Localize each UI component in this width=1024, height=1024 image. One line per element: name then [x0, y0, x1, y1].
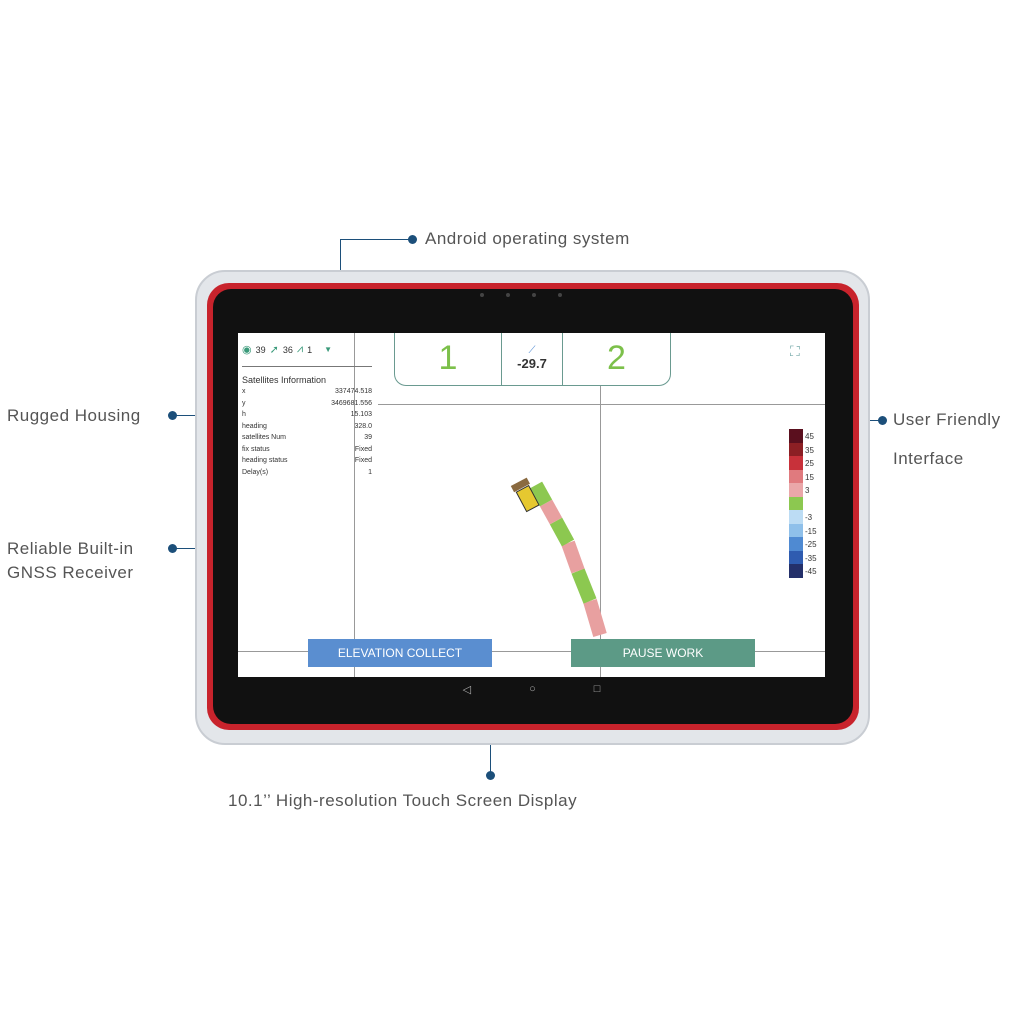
info-key: x: [242, 388, 246, 395]
legend-label: 25: [805, 459, 814, 468]
location-count: 39: [255, 344, 266, 355]
back-icon[interactable]: ◁: [462, 683, 472, 696]
legend-swatch: -3: [789, 510, 812, 524]
info-value: 39: [364, 434, 372, 441]
info-value: 337474.518: [335, 388, 372, 395]
legend-swatch: 45: [789, 429, 814, 443]
navigation-count: 36: [282, 344, 293, 355]
legend-label: -3: [805, 513, 813, 522]
info-row: satellites Num 39: [242, 432, 372, 444]
elevation-legend: 45 35 25 15 3 -3 -15 -25 -35 -45: [789, 429, 817, 578]
info-row: heading 328.0: [242, 421, 372, 433]
panel-title: Satellites Information: [242, 375, 327, 385]
callout-display: 10.1’’ High-resolution Touch Screen Disp…: [228, 791, 578, 810]
info-key: heading status: [242, 457, 288, 464]
callout-rugged: Rugged Housing: [7, 406, 141, 425]
pause-work-button[interactable]: PAUSE WORK: [571, 639, 755, 667]
info-key: y: [242, 399, 246, 407]
legend-swatch: 15: [789, 469, 814, 483]
navigation-icon: ➚: [269, 344, 279, 356]
track-map: [510, 477, 607, 637]
legend-swatch: -25: [789, 537, 817, 551]
legend-swatch: -45: [789, 564, 817, 578]
legend-label: -45: [805, 567, 817, 576]
info-key: satellites Num: [242, 434, 286, 441]
signal-count: 1: [307, 344, 313, 355]
elevation-collect-button[interactable]: ELEVATION COLLECT: [308, 639, 492, 667]
legend-label: 35: [805, 445, 814, 455]
legend-swatch: [789, 496, 803, 510]
callout-ui-1: User Friendly: [893, 410, 1001, 429]
info-row: heading status Fixed: [242, 455, 372, 467]
camera-sensors: [480, 293, 590, 299]
callout-gnss-1: Reliable Built-in: [7, 539, 134, 558]
info-key: Delay(s): [242, 468, 269, 476]
android-nav-bar: ◁ ○ □: [238, 677, 825, 701]
info-row: fix status Fixed: [242, 444, 372, 456]
fullscreen-icon[interactable]: ⛶: [790, 343, 800, 359]
info-key: h: [242, 411, 246, 418]
satellites-panel: Satellites Information x 337474.518 y 34696…: [242, 375, 372, 478]
info-value: 328.0: [354, 422, 372, 430]
legend-label: -15: [805, 526, 817, 536]
vehicle-icon: [510, 477, 540, 513]
slope-value: -29.7: [517, 356, 547, 371]
status-bar: ◉39 ➚36 ⩘1 ▼: [242, 343, 332, 356]
info-value: 15.103: [350, 411, 372, 418]
legend-swatch: 25: [789, 456, 814, 470]
legend-swatch: 35: [789, 442, 814, 456]
callout-ui-2: Interface: [893, 449, 964, 468]
legend-label: 15: [805, 472, 814, 482]
location-icon: ◉: [242, 344, 252, 356]
info-key: fix status: [242, 445, 270, 453]
info-value: Fixed: [354, 445, 372, 453]
signal-icon: ⩘: [296, 343, 304, 355]
top-indicator: 1 ⟋ -29.7 2: [394, 333, 671, 386]
info-row: y 3469681.556: [242, 398, 372, 410]
info-value: Fixed: [354, 457, 372, 464]
info-row: x 337474.518: [242, 386, 372, 398]
legend-label: 3: [805, 486, 810, 495]
info-row: Delay(s) 1: [242, 467, 372, 479]
callout-gnss-2: GNSS Receiver: [7, 563, 134, 582]
callout-android: Android operating system: [425, 229, 630, 248]
legend-swatch: -15: [789, 523, 817, 537]
left-value: 1: [395, 333, 502, 385]
info-value: 3469681.556: [331, 399, 372, 407]
legend-label: 45: [805, 432, 814, 441]
right-value: 2: [607, 338, 626, 377]
legend-swatch: 3: [789, 483, 809, 497]
recents-icon[interactable]: □: [593, 683, 601, 695]
legend-swatch: -35: [789, 550, 817, 564]
info-key: heading: [242, 422, 267, 430]
legend-label: -35: [805, 553, 817, 563]
info-value: 1: [368, 468, 372, 476]
legend-label: -25: [805, 540, 817, 549]
dropdown-icon[interactable]: ▼: [324, 345, 333, 354]
slope-icon: ⟋: [528, 345, 536, 356]
info-row: h 15.103: [242, 409, 372, 421]
home-icon[interactable]: ○: [529, 683, 536, 695]
